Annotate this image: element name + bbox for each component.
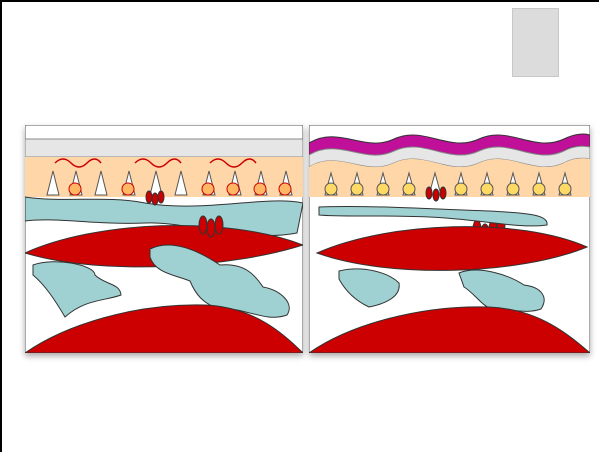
right-diagram-svg — [309, 125, 590, 353]
surface-layer — [25, 139, 303, 157]
scroll-tab[interactable] — [512, 8, 559, 77]
diagram-panel-left — [25, 125, 303, 353]
left-diagram-svg — [25, 125, 303, 353]
diagram-panel-right — [309, 125, 590, 353]
